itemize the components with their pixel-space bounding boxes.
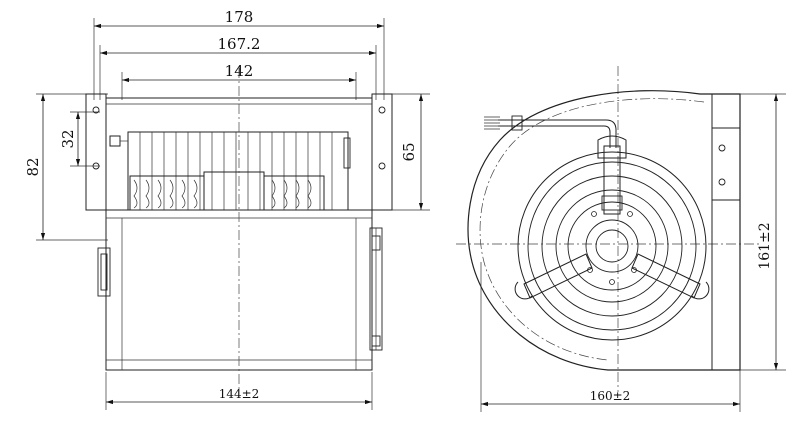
support-arm-right — [631, 253, 701, 299]
dim-label-144: 144±2 — [219, 387, 260, 401]
front-view: 161±2 160±2 — [456, 66, 786, 412]
side-view: 178 167.2 142 82 32 65 — [24, 8, 430, 410]
dim-label-167-2: 167.2 — [218, 35, 261, 53]
scroll-housing — [467, 90, 741, 371]
dim-label-160: 160±2 — [590, 389, 631, 403]
motor-cable — [498, 119, 617, 148]
dim-label-161: 161±2 — [757, 222, 773, 269]
dim-label-32: 32 — [59, 129, 77, 148]
blower-housing — [97, 209, 383, 371]
support-arm-left — [523, 253, 593, 299]
dim-label-82: 82 — [24, 157, 42, 176]
support-arm-top — [603, 145, 621, 215]
dim-label-65: 65 — [400, 142, 418, 161]
dim-label-178: 178 — [225, 8, 254, 26]
